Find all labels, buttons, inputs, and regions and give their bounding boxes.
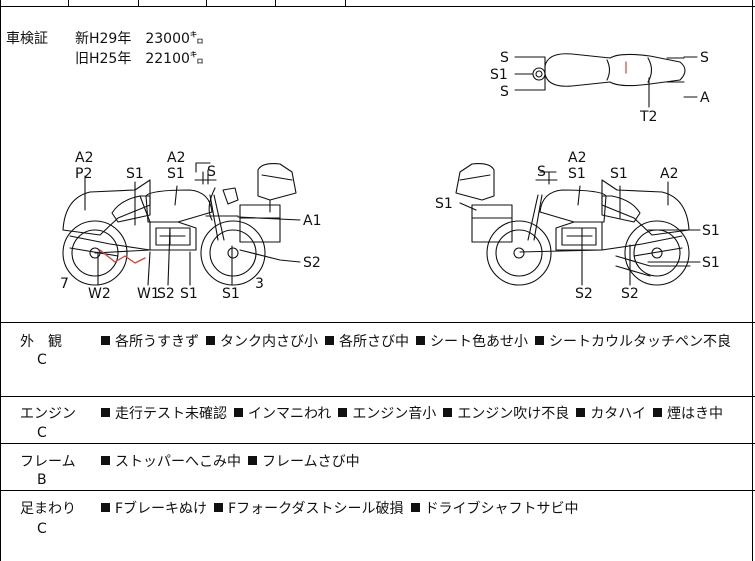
- ls-top-5: S: [207, 164, 216, 180]
- section-title: フレーム: [20, 454, 76, 470]
- section-notes: ストッパーへこみ中 フレームさび中: [101, 451, 367, 471]
- square-bullet-icon: [325, 336, 334, 345]
- square-bullet-icon: [416, 336, 425, 345]
- right-side-bike: [455, 163, 701, 286]
- condition-note: エンジン音小: [352, 406, 437, 422]
- diagram-labels: S S1 S S A T2 A2 P2 S1 A2 S1 S A1 S2 7 W…: [60, 50, 720, 302]
- top-view-bike: [514, 53, 698, 108]
- rs-top-4: A2: [660, 166, 678, 182]
- square-bullet-icon: [535, 336, 544, 345]
- condition-note: 走行テスト未確認: [115, 406, 227, 422]
- tv-right-1: A: [700, 90, 710, 106]
- condition-note: インマニわれ: [248, 406, 332, 422]
- header-divider: [0, 6, 755, 7]
- square-bullet-icon: [443, 408, 453, 417]
- condition-note: Fブレーキぬけ: [115, 501, 208, 517]
- rs-bottom-0: S2: [575, 286, 593, 302]
- condition-note: ストッパーへこみ中: [115, 454, 241, 470]
- section-divider: [0, 490, 755, 491]
- section-notes: 各所うすきず タンク内さび小 各所さび中 シート色あせ小 シートカウルタッチペン不良: [101, 331, 738, 351]
- condition-note: フレームさび中: [262, 454, 360, 470]
- section-grade: B: [37, 472, 47, 488]
- section-divider: [0, 396, 755, 397]
- ls-bottom-6: 3: [255, 276, 264, 292]
- square-bullet-icon: [101, 408, 110, 417]
- section-notes: Fブレーキぬけ Fフォークダストシール破損 ドライブシャフトサビ中: [101, 498, 586, 518]
- ls-right-0: A1: [303, 213, 321, 229]
- rs-top-1: A2: [568, 150, 586, 166]
- ls-bottom-3: S2: [157, 286, 175, 302]
- condition-note: 煙はき中: [667, 406, 724, 422]
- square-bullet-icon: [248, 456, 257, 465]
- section-grade: C: [37, 425, 47, 441]
- condition-note: シートカウルタッチペン不良: [549, 334, 731, 350]
- rs-right-0: S1: [702, 223, 720, 239]
- ls-top-1: P2: [75, 166, 92, 182]
- section-title: 足まわり: [20, 501, 76, 517]
- ls-right-1: S2: [303, 255, 321, 271]
- ls-top-2: S1: [126, 166, 144, 182]
- condition-note: ドライブシャフトサビ中: [424, 501, 579, 517]
- square-bullet-icon: [101, 503, 110, 512]
- ls-bottom-1: W2: [88, 286, 111, 302]
- condition-note: Fフォークダストシール破損: [228, 501, 404, 517]
- square-bullet-icon: [576, 408, 586, 417]
- tv-left-1: S1: [490, 67, 508, 83]
- section-grade: C: [37, 521, 47, 537]
- registration-label: 車検証: [6, 31, 48, 47]
- square-bullet-icon: [206, 336, 215, 345]
- square-bullet-icon: [101, 456, 110, 465]
- ls-top-4: S1: [167, 166, 185, 182]
- rs-left: S1: [435, 196, 453, 212]
- condition-note: シート色あせ小: [430, 334, 528, 350]
- ls-top-3: A2: [167, 150, 185, 166]
- ls-bottom-0: 7: [60, 276, 69, 292]
- section-title: エンジン: [20, 406, 76, 422]
- square-bullet-icon: [101, 336, 110, 345]
- section-title: 外 観: [20, 334, 62, 350]
- condition-note: 各所さび中: [339, 334, 409, 350]
- rs-top-0: S: [537, 164, 546, 180]
- condition-note: エンジン吹け不良: [457, 406, 570, 422]
- ls-top-0: A2: [75, 150, 93, 166]
- rs-top-2: S1: [568, 166, 586, 182]
- square-bullet-icon: [234, 408, 243, 417]
- registration-old: 旧H25年 22100㌔: [75, 51, 204, 67]
- ls-bottom-5: S1: [222, 286, 240, 302]
- header-strip: [0, 0, 755, 7]
- ls-bottom-2: W1: [137, 286, 160, 302]
- square-bullet-icon: [338, 408, 348, 417]
- tv-left-2: S: [500, 84, 509, 100]
- square-bullet-icon: [653, 408, 663, 417]
- section-divider: [0, 443, 755, 444]
- square-bullet-icon: [214, 503, 224, 512]
- left-side-bike: [62, 162, 301, 286]
- tv-bottom: T2: [639, 109, 657, 125]
- rs-right-1: S1: [702, 255, 720, 271]
- rs-bottom-1: S2: [621, 286, 639, 302]
- condition-note: タンク内さび小: [220, 334, 318, 350]
- condition-note: カタハイ: [590, 406, 647, 422]
- rs-top-3: S1: [610, 166, 628, 182]
- tv-right-0: S: [700, 50, 709, 66]
- square-bullet-icon: [410, 503, 420, 512]
- diagram-divider: [0, 322, 755, 323]
- section-notes: 走行テスト未確認 インマニわれ エンジン音小 エンジン吹け不良 カタハイ 煙はき中: [101, 403, 730, 423]
- ls-bottom-4: S1: [180, 286, 198, 302]
- tv-left-0: S: [500, 50, 509, 66]
- condition-note: 各所うすきず: [115, 334, 199, 350]
- section-grade: C: [37, 352, 47, 368]
- registration-new: 新H29年 23000㌔: [75, 31, 204, 47]
- damage-diagram: S S1 S S A T2 A2 P2 S1 A2 S1 S A1 S2 7 W…: [60, 50, 720, 302]
